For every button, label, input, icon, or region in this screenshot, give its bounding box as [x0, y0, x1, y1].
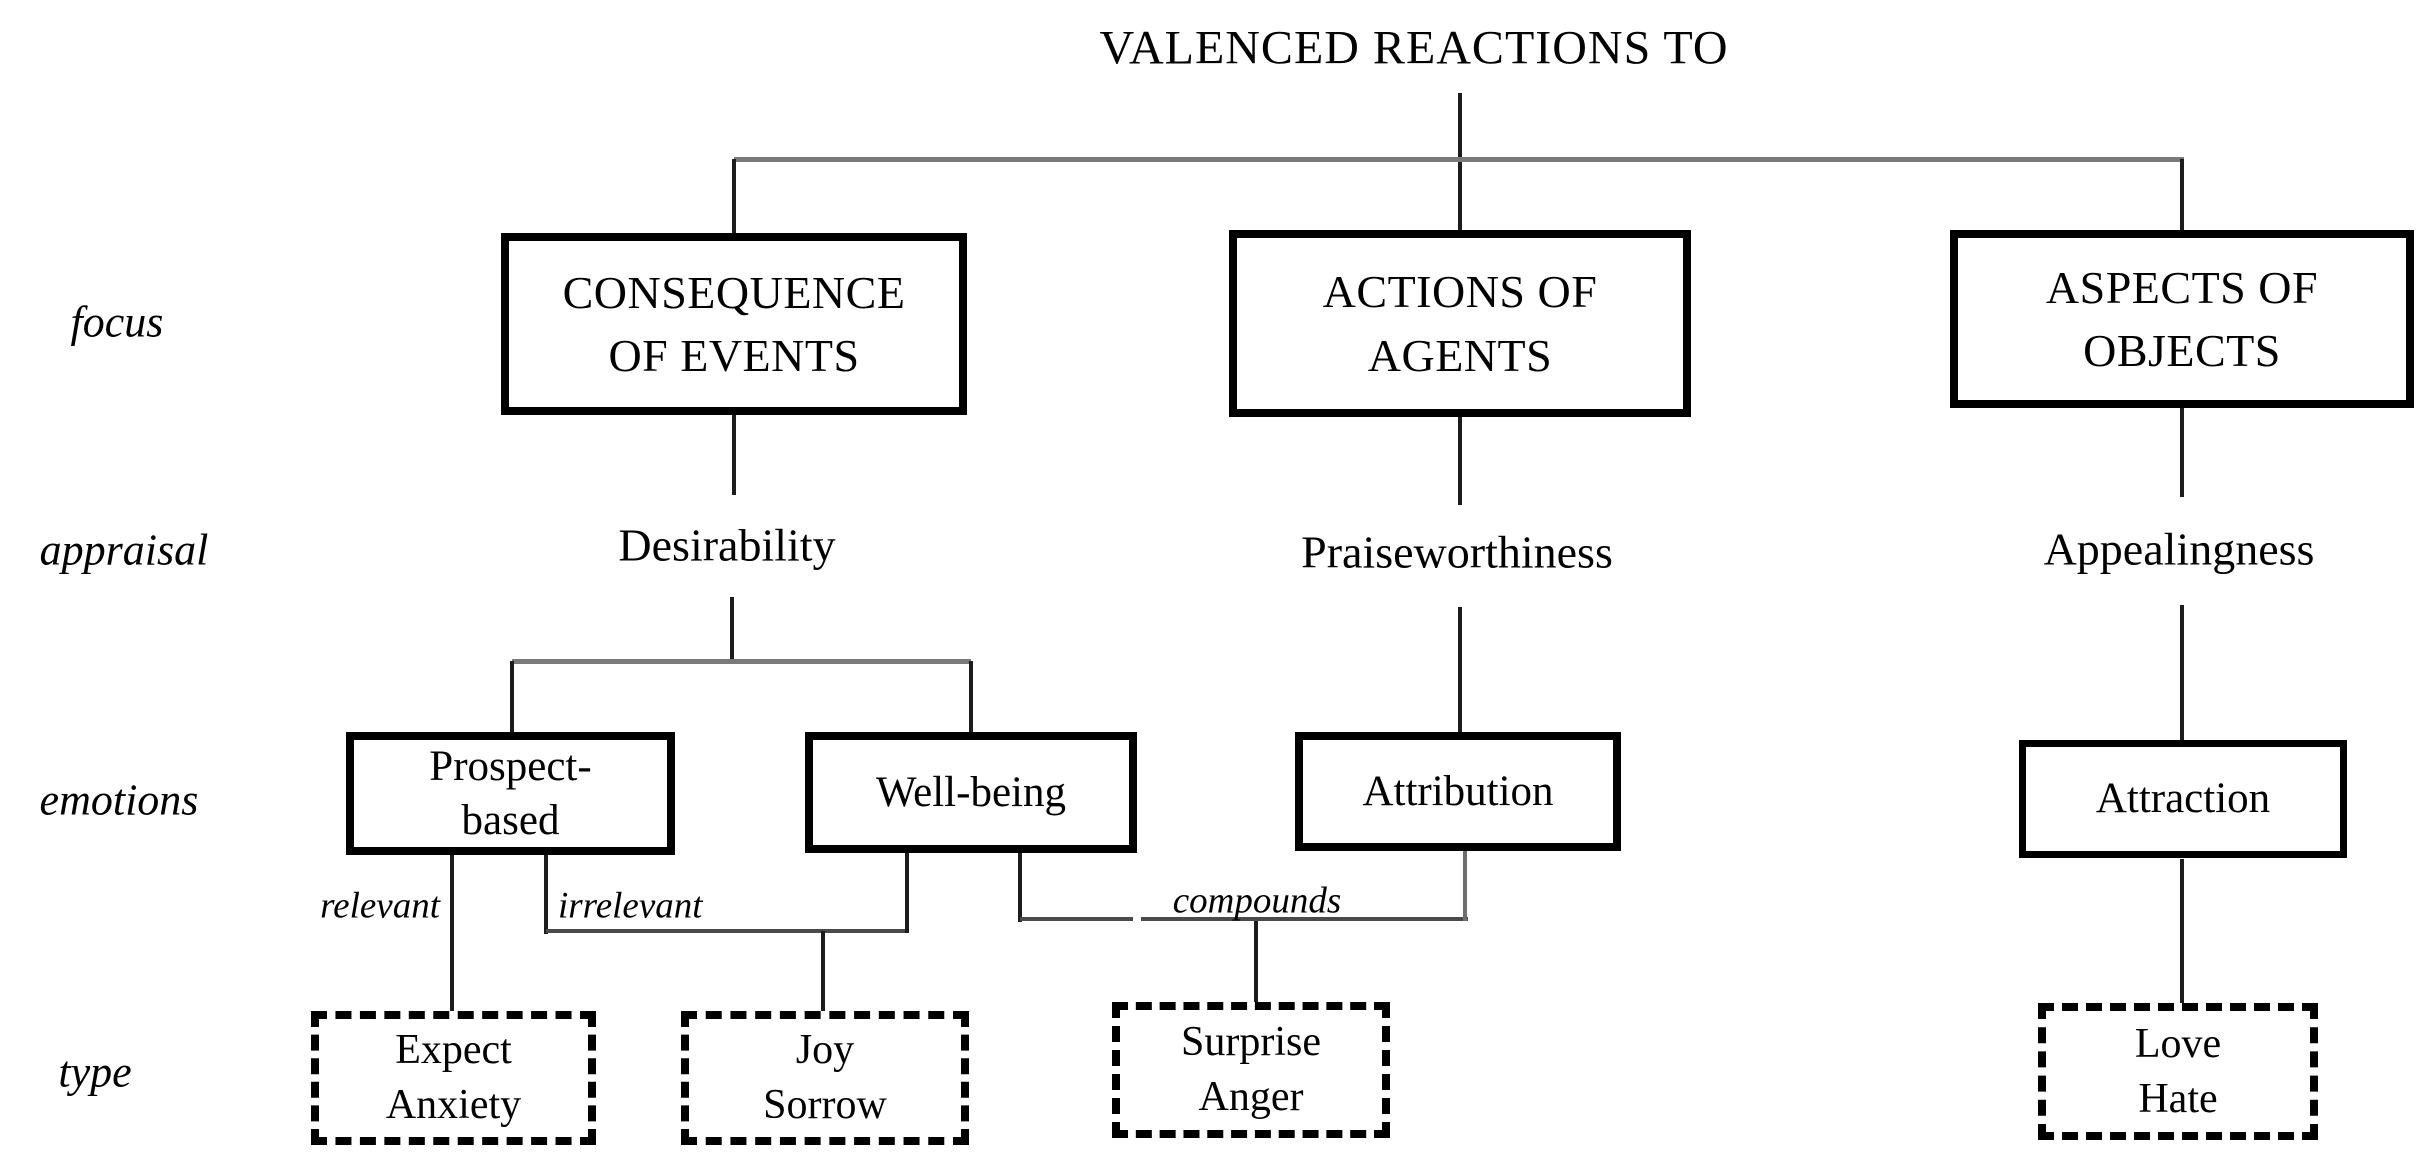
focus-box-consequence-line1: CONSEQUENCE: [562, 266, 906, 318]
row-label-emotions: emotions: [39, 775, 199, 825]
connector-irrelevant-drop: [544, 855, 548, 934]
connector-compounds-horizontal-left: [1020, 917, 1133, 921]
emotion-box-attraction-label: Attraction: [2095, 775, 2271, 823]
type-box-joy-sorrow: Joy Sorrow: [681, 1011, 969, 1145]
type-box-joy-line2: Sorrow: [763, 1082, 887, 1128]
row-label-type: type: [58, 1047, 132, 1097]
connector-branch-to-prospect: [510, 661, 514, 734]
appraisal-desirability: Desirability: [618, 519, 836, 571]
appraisal-appealingness: Appealingness: [2043, 523, 2315, 575]
connector-attribution-drop: [1463, 851, 1467, 921]
emotion-box-wellbeing-label: Well-being: [876, 768, 1066, 816]
focus-box-actions-of-agents: ACTIONS OF AGENTS: [1229, 230, 1691, 417]
type-box-joy-line1: Joy: [795, 1027, 855, 1074]
type-box-expect-anxiety: Expect Anxiety: [311, 1011, 596, 1145]
diagram-title: VALENCED REACTIONS TO: [1099, 21, 1729, 75]
edge-label-irrelevant: irrelevant: [558, 885, 703, 927]
connector-irrelevant-horizontal: [546, 929, 909, 933]
edge-label-compounds: compounds: [1172, 880, 1342, 922]
focus-box-actions-line1: ACTIONS OF: [1322, 266, 1598, 318]
connector-aspects-drop: [2180, 159, 2184, 230]
connector-aspects-to-appealingness: [2180, 408, 2184, 497]
emotion-box-prospect-line1: Prospect-: [429, 742, 592, 790]
connector-branch-to-wellbeing: [969, 661, 973, 734]
emotion-box-attraction: Attraction: [2019, 740, 2347, 858]
type-box-surprise-anger: Surprise Anger: [1112, 1002, 1390, 1138]
focus-box-actions-line2: AGENTS: [1367, 329, 1553, 381]
emotion-box-well-being: Well-being: [805, 732, 1137, 853]
connector-to-joy-sorrow: [821, 931, 825, 1013]
connector-to-surprise-anger: [1254, 921, 1258, 1004]
connector-relevant-line: [450, 855, 454, 1013]
emotion-box-attribution-label: Attribution: [1362, 767, 1554, 815]
appraisal-praiseworthiness: Praiseworthiness: [1301, 526, 1613, 578]
emotion-box-prospect-line2: based: [461, 796, 560, 844]
focus-box-aspects-of-objects: ASPECTS OF OBJECTS: [1950, 230, 2414, 408]
edge-label-relevant: relevant: [320, 885, 440, 927]
connector-appealingness-to-attraction: [2180, 605, 2184, 742]
emotion-box-prospect-based: Prospect- based: [346, 732, 675, 855]
focus-box-aspects-line2: OBJECTS: [2083, 325, 2281, 376]
row-label-focus: focus: [70, 297, 164, 347]
connector-attraction-to-love-hate: [2180, 859, 2184, 1005]
connector-top-branch: [734, 157, 2184, 162]
type-box-expect-line2: Anxiety: [385, 1082, 522, 1128]
connector-praiseworthiness-to-attribution: [1458, 607, 1462, 734]
type-box-love-line1: Love: [2134, 1020, 2222, 1067]
type-box-surprise-line2: Anger: [1198, 1074, 1304, 1120]
connector-compounds-horizontal-right: [1141, 917, 1468, 921]
connector-actions-to-praiseworthiness: [1458, 417, 1462, 505]
type-box-expect-line1: Expect: [395, 1027, 512, 1074]
focus-box-consequence-of-events: CONSEQUENCE OF EVENTS: [501, 233, 967, 415]
type-box-love-hate: Love Hate: [2038, 1003, 2318, 1140]
focus-box-aspects-line1: ASPECTS OF: [2045, 261, 2319, 313]
connector-wellbeing-left-drop: [905, 853, 909, 933]
emotion-box-attribution: Attribution: [1295, 732, 1621, 851]
connector-consequence-to-desirability: [732, 415, 736, 495]
connector-desirability-down: [730, 597, 734, 663]
connector-wellbeing-right-drop: [1018, 853, 1022, 922]
row-label-appraisal: appraisal: [39, 525, 209, 575]
focus-box-consequence-line2: OF EVENTS: [608, 330, 860, 381]
type-box-surprise-line1: Surprise: [1181, 1019, 1321, 1066]
connector-consequence-drop: [732, 159, 736, 233]
connector-desirability-branch: [512, 659, 971, 664]
type-box-love-line2: Hate: [2138, 1075, 2218, 1122]
